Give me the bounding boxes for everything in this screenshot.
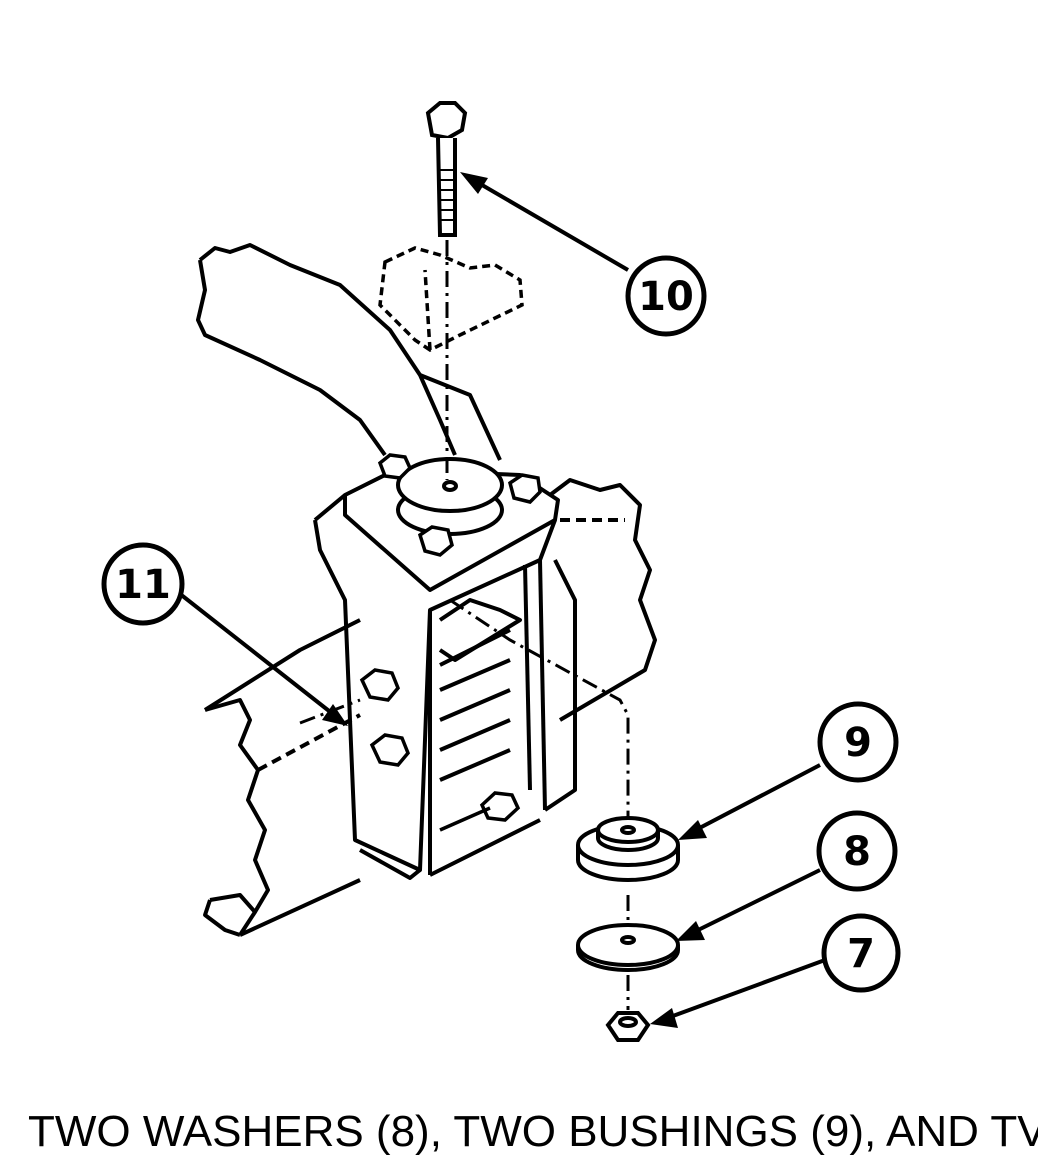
callout-9: 9 [817, 701, 899, 783]
callout-9-label: 9 [844, 720, 872, 766]
washer-8 [576, 923, 680, 972]
frame-rail-right [548, 478, 657, 722]
bracket-top-bolts [377, 453, 542, 557]
callout-7: 7 [821, 913, 901, 993]
callout-8: 8 [816, 810, 898, 892]
leader-arrowheads [322, 172, 707, 1028]
upper-bracket-plate [378, 246, 524, 353]
callout-11-label: 11 [115, 562, 171, 608]
nut-7 [605, 1011, 651, 1042]
callout-8-label: 8 [843, 829, 871, 875]
callout-11: 11 [101, 542, 185, 626]
bushing-9 [576, 816, 680, 882]
callout-10: 10 [625, 255, 707, 337]
callout-10-label: 10 [638, 274, 694, 320]
frame-rail-lower [203, 618, 361, 937]
callout-7-label: 7 [847, 931, 875, 977]
top-mount-washer [396, 457, 504, 536]
bolt-10 [425, 101, 468, 237]
instruction-caption: TWO WASHERS (8), TWO BUSHINGS (9), AND T… [28, 1107, 1038, 1156]
leader-lines [173, 176, 826, 1022]
frame-rail-upper [196, 243, 502, 461]
bracket-side-bolts [359, 668, 521, 832]
